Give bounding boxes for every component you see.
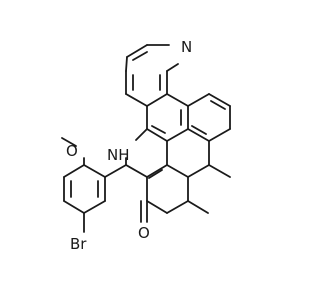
gem-dimethyl-group — [187, 164, 231, 214]
structure-diagram: N NH O O Br — [61, 38, 231, 253]
methoxy-oxygen-label: O — [66, 142, 78, 160]
carbonyl-group — [140, 200, 148, 223]
pyridine-nitrogen-label: N — [181, 38, 192, 56]
amine-nh-label: NH — [107, 146, 130, 164]
central-benzene-ring — [146, 93, 189, 142]
ketone-oxygen-label: O — [138, 224, 150, 242]
pyridine-ring — [125, 44, 179, 107]
molecule-canvas: N NH O O Br — [61, 38, 231, 253]
right-benzene-ring — [187, 93, 231, 142]
bromine-label: Br — [70, 235, 87, 253]
dihydropyridine-ring — [125, 128, 168, 179]
methoxy-group — [61, 137, 85, 166]
bromomethoxyphenyl-ring — [63, 164, 127, 233]
cyclohexenone-ring — [146, 140, 210, 214]
